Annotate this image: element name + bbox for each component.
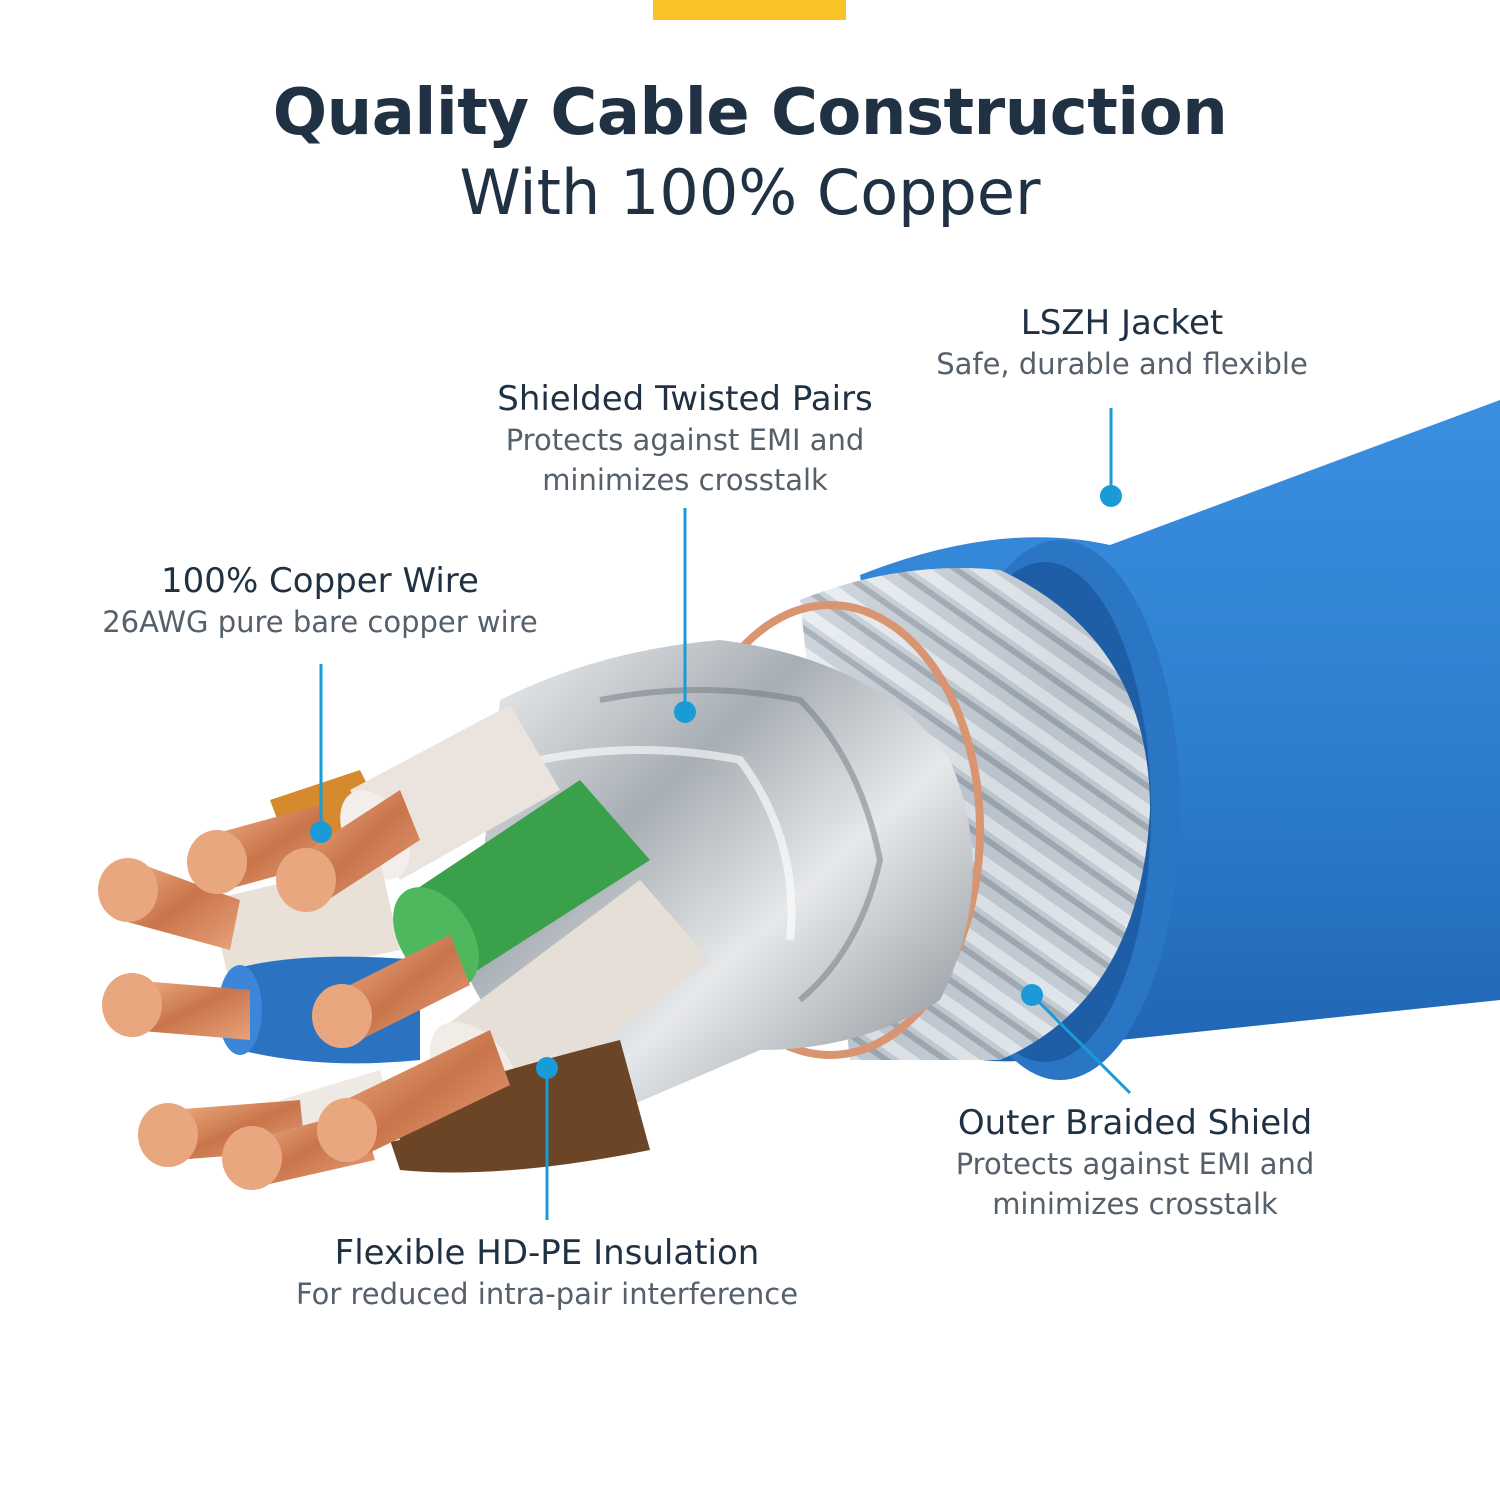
label-title: LSZH Jacket (1020, 303, 1224, 343)
callout-dot (1100, 485, 1122, 507)
label-outer-braided-shield: Outer Braided Shield Protects against EM… (925, 1102, 1345, 1224)
label-desc-line1: Protects against EMI and (505, 423, 865, 457)
label-desc-line1: Protects against EMI and (955, 1147, 1315, 1181)
brown-insulation (380, 1040, 650, 1173)
label-desc-line2: minimizes crosstalk (542, 463, 828, 497)
label-desc-line2: minimizes crosstalk (992, 1187, 1278, 1221)
callout-braid (1021, 984, 1132, 1095)
conductor-end (138, 1103, 198, 1167)
page-subtitle: With 100% Copper (459, 156, 1041, 229)
white-insulation-front (440, 880, 710, 1115)
conductor-end (222, 1126, 282, 1190)
callout-stp (674, 508, 696, 723)
callout-lszh (1100, 408, 1122, 507)
conductor-end (317, 1098, 377, 1162)
callout-dot (536, 1057, 558, 1079)
callout-insulation (536, 1057, 558, 1220)
label-shielded-twisted-pairs: Shielded Twisted Pairs Protects against … (465, 378, 905, 500)
copper-conductors (98, 790, 510, 1190)
callout-dot (1021, 984, 1043, 1006)
conductor-end (98, 858, 158, 922)
label-lszh-jacket: LSZH Jacket Safe, durable and flexible (922, 302, 1322, 384)
label-title: Outer Braided Shield (957, 1103, 1313, 1143)
label-title: 100% Copper Wire (161, 561, 479, 601)
label-desc: For reduced intra-pair interference (295, 1277, 799, 1311)
callout-copper (310, 664, 332, 843)
accent-bar (653, 0, 846, 20)
label-title: Flexible HD-PE Insulation (334, 1233, 760, 1273)
label-copper-wire: 100% Copper Wire 26AWG pure bare copper … (95, 560, 545, 642)
label-desc: Safe, durable and flexible (936, 347, 1308, 381)
label-desc: 26AWG pure bare copper wire (102, 605, 538, 639)
callout-dot (310, 821, 332, 843)
white-insulation-left (210, 860, 400, 985)
conductor-end (276, 848, 336, 912)
conductor-end (102, 973, 162, 1037)
label-title: Shielded Twisted Pairs (497, 379, 873, 419)
page-title: Quality Cable Construction (272, 76, 1228, 150)
label-hdpe-insulation: Flexible HD-PE Insulation For reduced in… (287, 1232, 807, 1314)
callout-dot (674, 701, 696, 723)
conductor-end (312, 984, 372, 1048)
conductor-end (187, 830, 247, 894)
